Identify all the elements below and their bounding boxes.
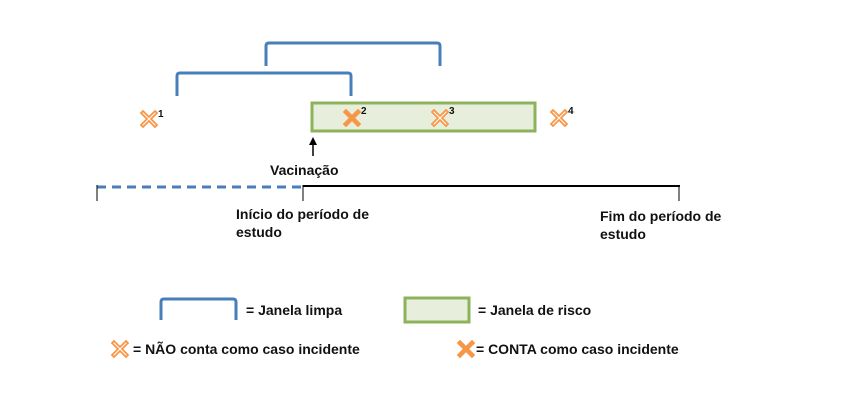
legend-counted-cross-icon bbox=[456, 339, 476, 359]
marker-4-superscript: 4 bbox=[568, 106, 574, 117]
legend-clean-window-text: = Janela limpa bbox=[246, 302, 343, 318]
legend-risk-window-text: = Janela de risco bbox=[478, 302, 592, 318]
marker-2-superscript: 2 bbox=[361, 106, 367, 117]
case-marker-4-cross-icon bbox=[549, 108, 569, 128]
vaccination-arrow-icon bbox=[309, 137, 317, 156]
case-marker-1-cross-icon bbox=[139, 109, 159, 129]
vaccination-label: Vacinação bbox=[270, 162, 339, 178]
legend-risk-window-box-icon bbox=[403, 296, 471, 324]
marker-3-superscript: 3 bbox=[449, 106, 455, 117]
legend-clean-window-bracket-icon bbox=[159, 297, 238, 320]
legend-not-counted-text: = NÃO conta como caso incidente bbox=[133, 341, 360, 357]
study-start-label: Início do período de estudo bbox=[236, 206, 369, 240]
clean-window-bracket-lower bbox=[175, 71, 353, 96]
clean-window-bracket-upper bbox=[264, 41, 442, 66]
marker-1-superscript: 1 bbox=[158, 109, 164, 120]
legend-counted-text: = CONTA como caso incidente bbox=[476, 341, 679, 357]
risk-window-box bbox=[310, 101, 537, 133]
case-marker-2-cross-icon bbox=[342, 108, 362, 128]
legend-not-counted-cross-icon bbox=[110, 339, 130, 359]
case-marker-3-cross-icon bbox=[430, 108, 450, 128]
study-end-label: Fim do período de estudo bbox=[600, 208, 722, 242]
